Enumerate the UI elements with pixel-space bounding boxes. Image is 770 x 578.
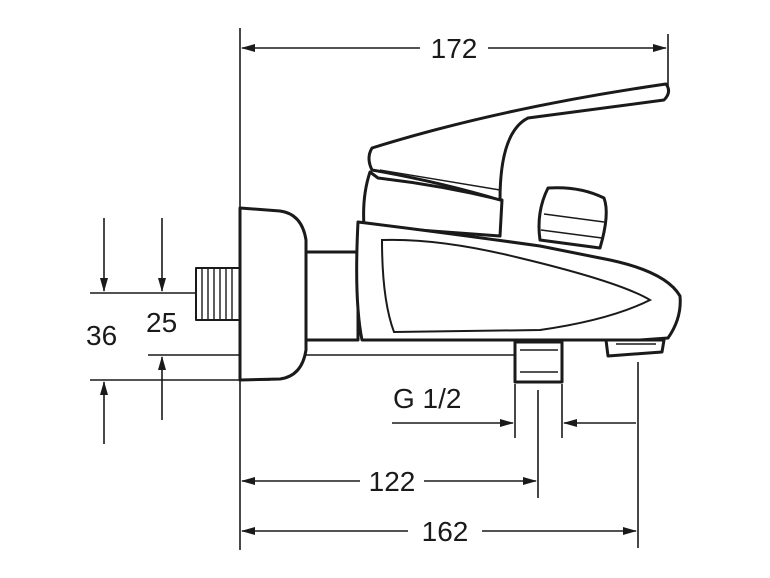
wall-escutcheon xyxy=(238,206,308,382)
dim-172-label: 172 xyxy=(431,33,478,64)
dim-162-label: 162 xyxy=(422,516,469,547)
dimension-172: 172 xyxy=(241,33,667,64)
connecting-neck xyxy=(304,250,360,342)
lever-handle xyxy=(367,82,671,202)
dimension-g12: G 1/2 xyxy=(392,383,636,427)
threaded-connector xyxy=(195,267,241,321)
dimension-25: 25 xyxy=(146,218,177,420)
faucet-body xyxy=(195,82,682,384)
dim-36-label: 36 xyxy=(86,320,117,351)
thread-g12-label: G 1/2 xyxy=(393,383,461,414)
mixer-body xyxy=(355,220,682,342)
dim-25-label: 25 xyxy=(146,307,177,338)
dimension-122: 122 xyxy=(241,466,537,497)
dimension-36: 36 xyxy=(86,218,117,444)
body-highlight xyxy=(380,238,653,334)
dimension-162: 162 xyxy=(241,516,637,547)
shower-outlet xyxy=(513,340,564,384)
dim-122-label: 122 xyxy=(369,466,416,497)
spout-aerator xyxy=(604,338,666,358)
